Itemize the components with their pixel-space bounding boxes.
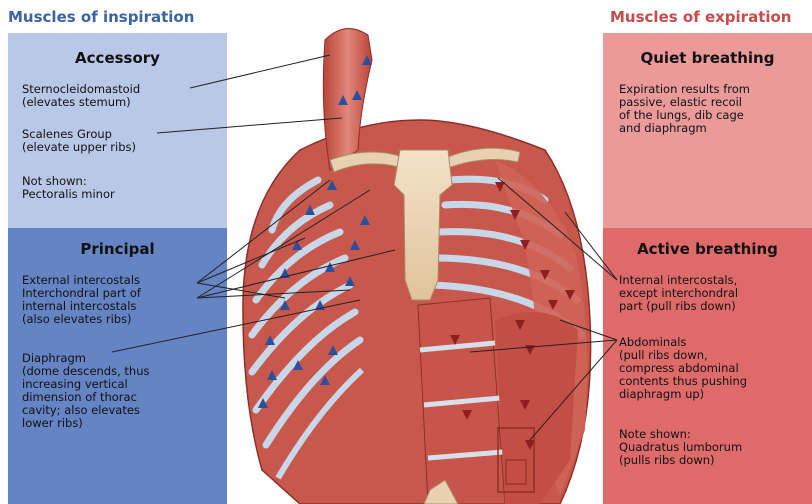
rectus-abdominis [418, 298, 505, 504]
